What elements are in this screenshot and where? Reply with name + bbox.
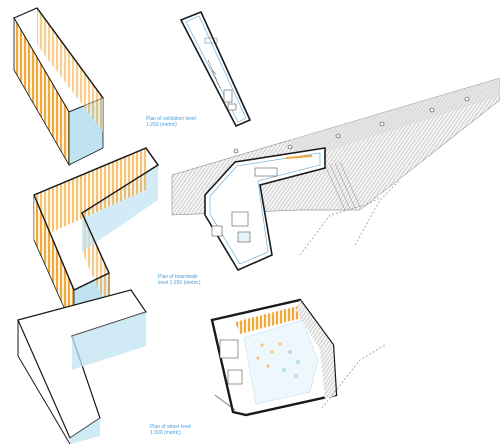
axo-street-volume xyxy=(17,289,147,444)
caption-boardwalk-level: Plan of boardwalk level 1:250 (metric) xyxy=(158,274,201,286)
caption-street-line1: Plan of street level xyxy=(150,424,192,430)
caption-street-line2: 1:300 (metric) xyxy=(150,430,181,436)
plan-exhibition-level xyxy=(179,10,252,128)
caption-boardwalk-line2: level 1:250 (metric) xyxy=(158,280,201,286)
caption-street-level: Plan of street level 1:300 (metric) xyxy=(150,424,191,436)
caption-exhibition-line2: 1:250 (metric) xyxy=(146,122,177,128)
caption-exhibition-level: Plan of exhibition level 1:250 (metric) xyxy=(146,116,196,128)
plan-street-level xyxy=(210,298,386,417)
caption-boardwalk-line1: Plan of boardwalk xyxy=(158,274,198,280)
axo-exhibition-volume xyxy=(13,7,104,167)
plan-boardwalk-level xyxy=(171,77,500,272)
caption-exhibition-line1: Plan of exhibition level xyxy=(146,116,196,122)
boardwalk-posts xyxy=(233,96,470,154)
